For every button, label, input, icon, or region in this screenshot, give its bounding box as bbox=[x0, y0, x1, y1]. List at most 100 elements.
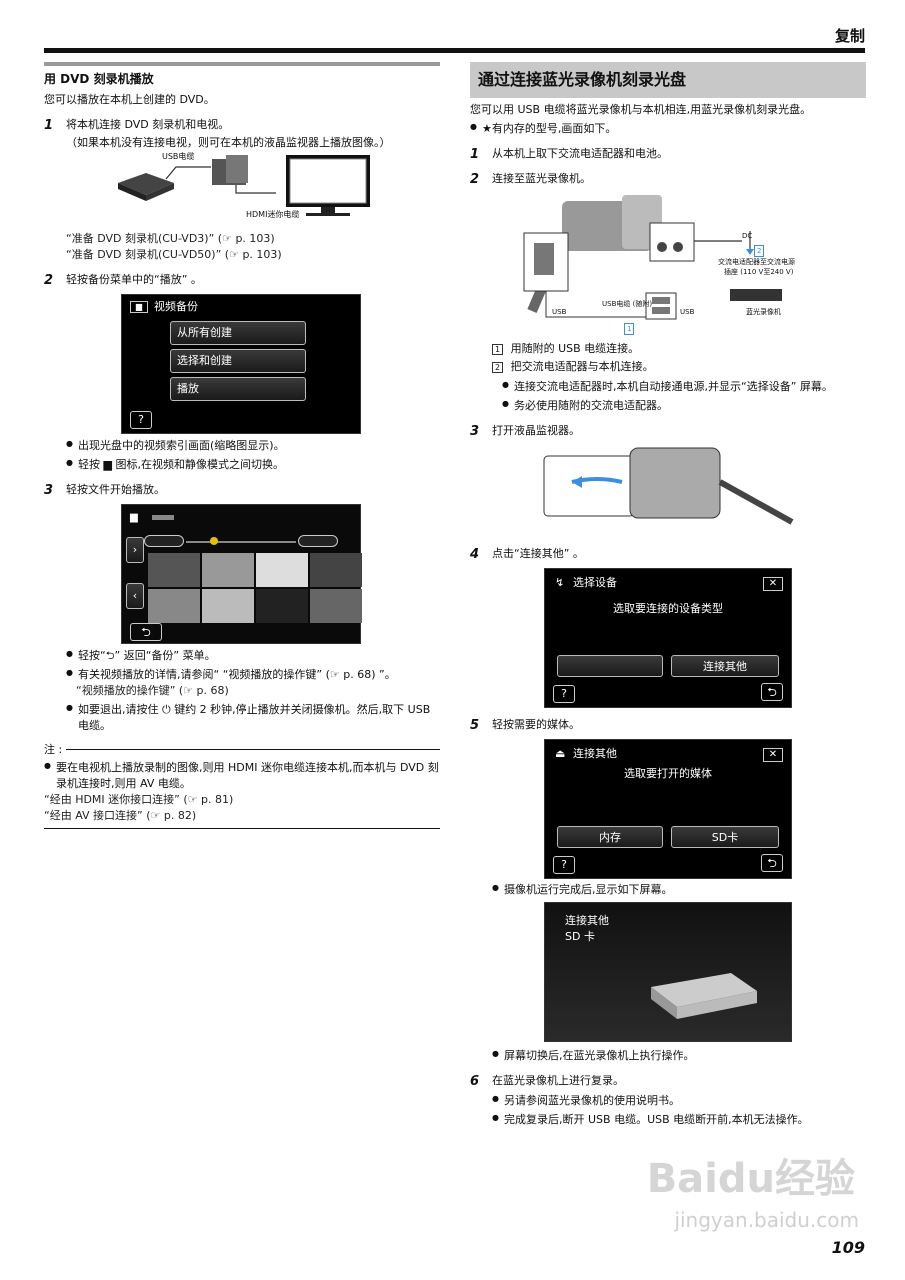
close-button[interactable]: ✕ bbox=[763, 748, 783, 763]
back-button[interactable]: ⮌ bbox=[130, 622, 162, 641]
bullet-item: 出现光盘中的视频索引画面(缩略图显示)。 bbox=[66, 438, 440, 454]
bullet-item: 屏幕切换后,在蓝光录像机上执行操作。 bbox=[492, 1048, 866, 1064]
step-text: 点击“连接其他” 。 bbox=[492, 547, 584, 561]
connect-blurred-button[interactable] bbox=[557, 655, 663, 678]
prev-page-button[interactable]: ‹ bbox=[126, 582, 144, 609]
step-number: 3 bbox=[470, 423, 480, 439]
sd-card-button[interactable]: SD卡 bbox=[671, 826, 779, 849]
back-button[interactable]: ⮌ bbox=[761, 854, 783, 873]
baidu-watermark: Baidu经验 bbox=[646, 1156, 855, 1202]
ref-av: “经由 AV 接口连接” (☞ p. 82) bbox=[44, 809, 197, 823]
recorder-label: 蓝光录像机 bbox=[746, 307, 781, 316]
note-bullet: 要在电视机上播放录制的图像,则用 HDMI 迷你电缆连接本机,而本机与 DVD … bbox=[44, 760, 440, 792]
open-lcd-illustration bbox=[543, 447, 794, 526]
right-section-title: 通过连接蓝光录像机刻录光盘 bbox=[470, 62, 866, 98]
marker-2: 2 bbox=[754, 244, 765, 257]
close-button[interactable]: ✕ bbox=[763, 577, 783, 592]
select-media-screen: ⏏ 连接其他 ✕ 选取要打开的媒体 内存 SD卡 ? ⮌ bbox=[544, 739, 792, 880]
connect-icon: ↯ bbox=[555, 576, 565, 590]
video-backup-screen: ▆ 视频备份 从所有创建 选择和创建 播放 ? bbox=[121, 294, 361, 435]
step-text: 连接至蓝光录像机。 bbox=[492, 171, 591, 185]
step-number: 5 bbox=[470, 718, 480, 734]
menu-playback[interactable]: 播放 bbox=[170, 377, 306, 401]
right-step-5: 5 轻按需要的媒体。 ⏏ 连接其他 ✕ 选取要打开的媒体 内存 SD卡 ? ⮌ … bbox=[470, 717, 866, 1064]
numbered-item: 2 把交流电适配器与本机连接。 bbox=[492, 359, 866, 375]
bullet-item: 有关视频播放的详情,请参阅“ “视频播放的操作键” (☞ p. 68) ”。 bbox=[66, 667, 440, 683]
help-button[interactable]: ? bbox=[130, 411, 152, 430]
thumbnail[interactable] bbox=[148, 588, 200, 623]
date-pill-right bbox=[298, 534, 338, 547]
help-button[interactable]: ? bbox=[553, 685, 575, 704]
screen-title: 视频备份 bbox=[154, 300, 198, 314]
thumbnail[interactable] bbox=[256, 588, 308, 623]
next-page-button[interactable]: › bbox=[126, 536, 144, 563]
right-step-3: 3 打开液晶监视器。 bbox=[470, 423, 866, 538]
numbered-item: 1 用随附的 USB 电缆连接。 bbox=[492, 341, 866, 357]
title-blur bbox=[152, 514, 174, 520]
progress-dot bbox=[210, 536, 218, 545]
thumbnail[interactable] bbox=[310, 552, 362, 587]
step-number: 4 bbox=[470, 547, 480, 563]
section-title: 复制 bbox=[834, 27, 865, 45]
left-column: 用 DVD 刻录机播放 您可以播放在本机上创建的 DVD。 1 将本机连接 DV… bbox=[44, 62, 440, 830]
left-section-title: 用 DVD 刻录机播放 bbox=[44, 62, 440, 88]
video-camera-icon: ▆ bbox=[130, 301, 148, 314]
watermark-url: jingyan.baidu.com bbox=[674, 1208, 859, 1232]
ref-hdmi-mini: “经由 HDMI 迷你接口连接” (☞ p. 81) bbox=[44, 793, 234, 807]
left-step-2: 2 轻按备份菜单中的“播放” 。 ▆ 视频备份 从所有创建 选择和创建 播放 ?… bbox=[44, 272, 440, 473]
intro-bullet: ★有内存的型号,画面如下。 bbox=[470, 121, 866, 137]
step-text: 从本机上取下交流电适配器和电池。 bbox=[492, 146, 668, 160]
bullet-item: 连接交流电适配器时,本机自动接通电源,并显示“选择设备” 屏幕。 bbox=[502, 379, 866, 395]
connection-result-screen: 连接其他 SD 卡 bbox=[544, 902, 792, 1043]
bluray-connection-diagram: DC 交流电适配器至交流电源 插座 (110 V至240 V) USB电缆 (随… bbox=[492, 191, 866, 339]
thumbnail[interactable] bbox=[256, 552, 308, 587]
usb-cable-label: USB电缆 (随附) bbox=[602, 299, 653, 308]
help-button[interactable]: ? bbox=[553, 856, 575, 875]
progress-line bbox=[186, 540, 296, 543]
step-text: 在蓝光录像机上进行复录。 bbox=[492, 1074, 624, 1088]
ref-cu-vd3: “准备 DVD 刻录机(CU-VD3)” (☞ p. 103) bbox=[66, 232, 275, 246]
step-number: 3 bbox=[44, 482, 54, 498]
step-text: 轻按需要的媒体。 bbox=[492, 718, 580, 732]
right-step-1: 1 从本机上取下交流电适配器和电池。 bbox=[470, 146, 866, 162]
screen-prompt: 选取要打开的媒体 bbox=[624, 767, 712, 781]
menu-select-and-create[interactable]: 选择和创建 bbox=[170, 349, 306, 373]
thumbnail[interactable] bbox=[202, 552, 254, 587]
step-text: 打开液晶监视器。 bbox=[492, 423, 580, 437]
marker-1: 1 bbox=[624, 322, 635, 335]
connect-other-button[interactable]: 连接其他 bbox=[671, 655, 779, 678]
video-index-screen: ▆ › ‹ ⮌ bbox=[121, 503, 362, 644]
thumbnail[interactable] bbox=[310, 588, 362, 623]
bullet-item: 轻按“⮌” 返回“备份” 菜单。 bbox=[66, 648, 440, 664]
numbered-marker: 2 bbox=[492, 361, 504, 373]
usb-right-label: USB bbox=[680, 307, 695, 316]
adapter-label: 交流电适配器至交流电源 bbox=[718, 257, 795, 266]
menu-create-from-all[interactable]: 从所有创建 bbox=[170, 321, 306, 345]
bullet-item: 另请参阅蓝光录像机的使用说明书。 bbox=[492, 1093, 866, 1109]
back-button[interactable]: ⮌ bbox=[761, 683, 783, 702]
step2-bullets: 连接交流电适配器时,本机自动接通电源,并显示“选择设备” 屏幕。 务必使用随附的… bbox=[492, 379, 866, 414]
bluray-diagram-svg bbox=[523, 194, 782, 320]
dvd-connection-diagram: USB电缆 HDMI迷你电缆 bbox=[66, 152, 440, 223]
step-number: 2 bbox=[470, 171, 480, 187]
right-step-2: 2 连接至蓝光录像机。 DC 交流电适配器 bbox=[470, 171, 866, 414]
header-rule bbox=[44, 48, 865, 53]
right-step-4: 4 点击“连接其他” 。 ↯ 选择设备 ✕ 选取要连接的设备类型 连接其他 ? … bbox=[470, 546, 866, 709]
note-end-rule bbox=[44, 828, 440, 830]
dc-label: DC bbox=[742, 231, 753, 240]
right-column: 通过连接蓝光录像机刻录光盘 您可以用 USB 电缆将蓝光录像机与本机相连,用蓝光… bbox=[470, 62, 866, 1128]
step-number: 6 bbox=[470, 1074, 480, 1090]
step-text: 轻按文件开始播放。 bbox=[66, 482, 165, 496]
note-rule bbox=[66, 748, 440, 750]
internal-memory-button[interactable]: 内存 bbox=[557, 826, 663, 849]
step-number: 2 bbox=[44, 273, 54, 289]
result-line-2: SD 卡 bbox=[565, 930, 595, 944]
screen-title: 连接其他 bbox=[573, 747, 617, 761]
date-pill-left bbox=[144, 534, 184, 547]
select-device-screen: ↯ 选择设备 ✕ 选取要连接的设备类型 连接其他 ? ⮌ bbox=[544, 568, 792, 709]
thumbnail[interactable] bbox=[202, 588, 254, 623]
bullet-item: 如要退出,请按住 ⏻ 键约 2 秒钟,停止播放并关闭摄像机。然后,取下 USB … bbox=[66, 702, 440, 734]
bullet-item: 轻按 ▆ 图标,在视频和静像模式之间切换。 bbox=[66, 457, 440, 473]
thumbnail[interactable] bbox=[148, 552, 200, 587]
numbered-text: 用随附的 USB 电缆连接。 bbox=[510, 341, 640, 355]
